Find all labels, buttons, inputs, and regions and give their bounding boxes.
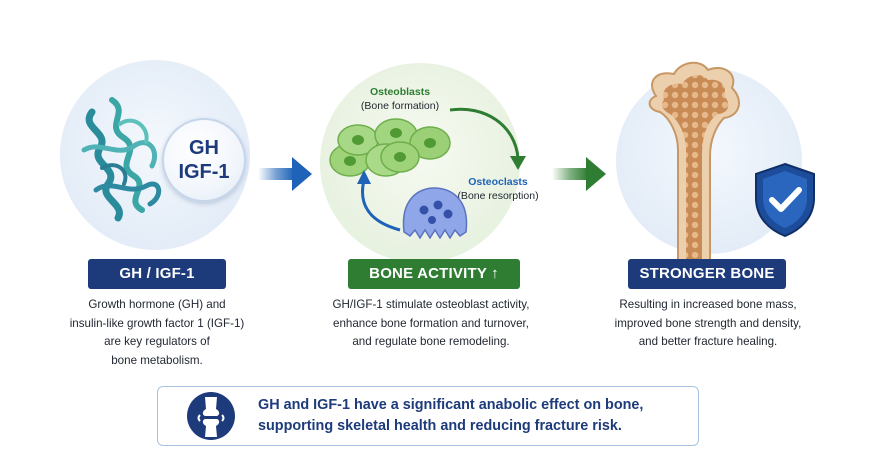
protein-ribbon-icon	[81, 97, 162, 222]
gh-igf1-badge-text: GH IGF-1	[162, 136, 246, 184]
osteoclasts-subtitle: (Bone resorption)	[457, 190, 539, 202]
osteoclasts-title: Osteoclasts	[468, 176, 528, 188]
bone-icon	[648, 61, 740, 263]
gh-igf1-description: Growth hormone (GH) and insulin-like gro…	[69, 298, 245, 367]
shield-check-icon	[755, 162, 815, 238]
badge-line-gh: GH	[189, 137, 219, 159]
summary-box: GH and IGF-1 have a significant anabolic…	[157, 386, 699, 446]
osteoblasts-title: Osteoblasts	[369, 86, 431, 98]
stronger-bone-description: Resulting in increased bone mass, improv…	[614, 298, 802, 348]
gh-igf1-title: GH / IGF-1	[88, 259, 226, 289]
stronger-bone-title: STRONGER BONE	[628, 259, 786, 289]
panel-bone-activity: Osteoblasts (Bone formation) Osteoclasts…	[300, 0, 560, 450]
osteoclasts-label: Osteoclasts (Bone resorption)	[448, 175, 548, 203]
badge-line-igf1: IGF-1	[178, 161, 230, 183]
knee-joint-icon	[187, 392, 235, 440]
osteoblasts-label: Osteoblasts (Bone formation)	[340, 85, 460, 113]
bone-activity-description: GH/IGF-1 stimulate osteoblast activity, …	[332, 298, 530, 348]
panel-gh-igf1: GH IGF-1 GH / IGF-1 Growth hormone (GH) …	[0, 0, 290, 450]
gh-igf1-badge	[162, 118, 246, 202]
bone-activity-title: BONE ACTIVITY ↑	[348, 259, 520, 289]
green-arrow-icon	[552, 157, 606, 191]
blue-arrow-icon	[258, 157, 312, 191]
cycle-arrow-icon	[357, 107, 526, 232]
panel-stronger-bone: STRONGER BONE Resulting in increased bon…	[590, 0, 873, 450]
summary-text: GH and IGF-1 have a significant anabolic…	[258, 397, 644, 434]
osteoblast-cells-icon	[329, 118, 451, 177]
osteoblasts-subtitle: (Bone formation)	[360, 100, 440, 112]
osteoclast-cell-icon	[402, 187, 468, 240]
